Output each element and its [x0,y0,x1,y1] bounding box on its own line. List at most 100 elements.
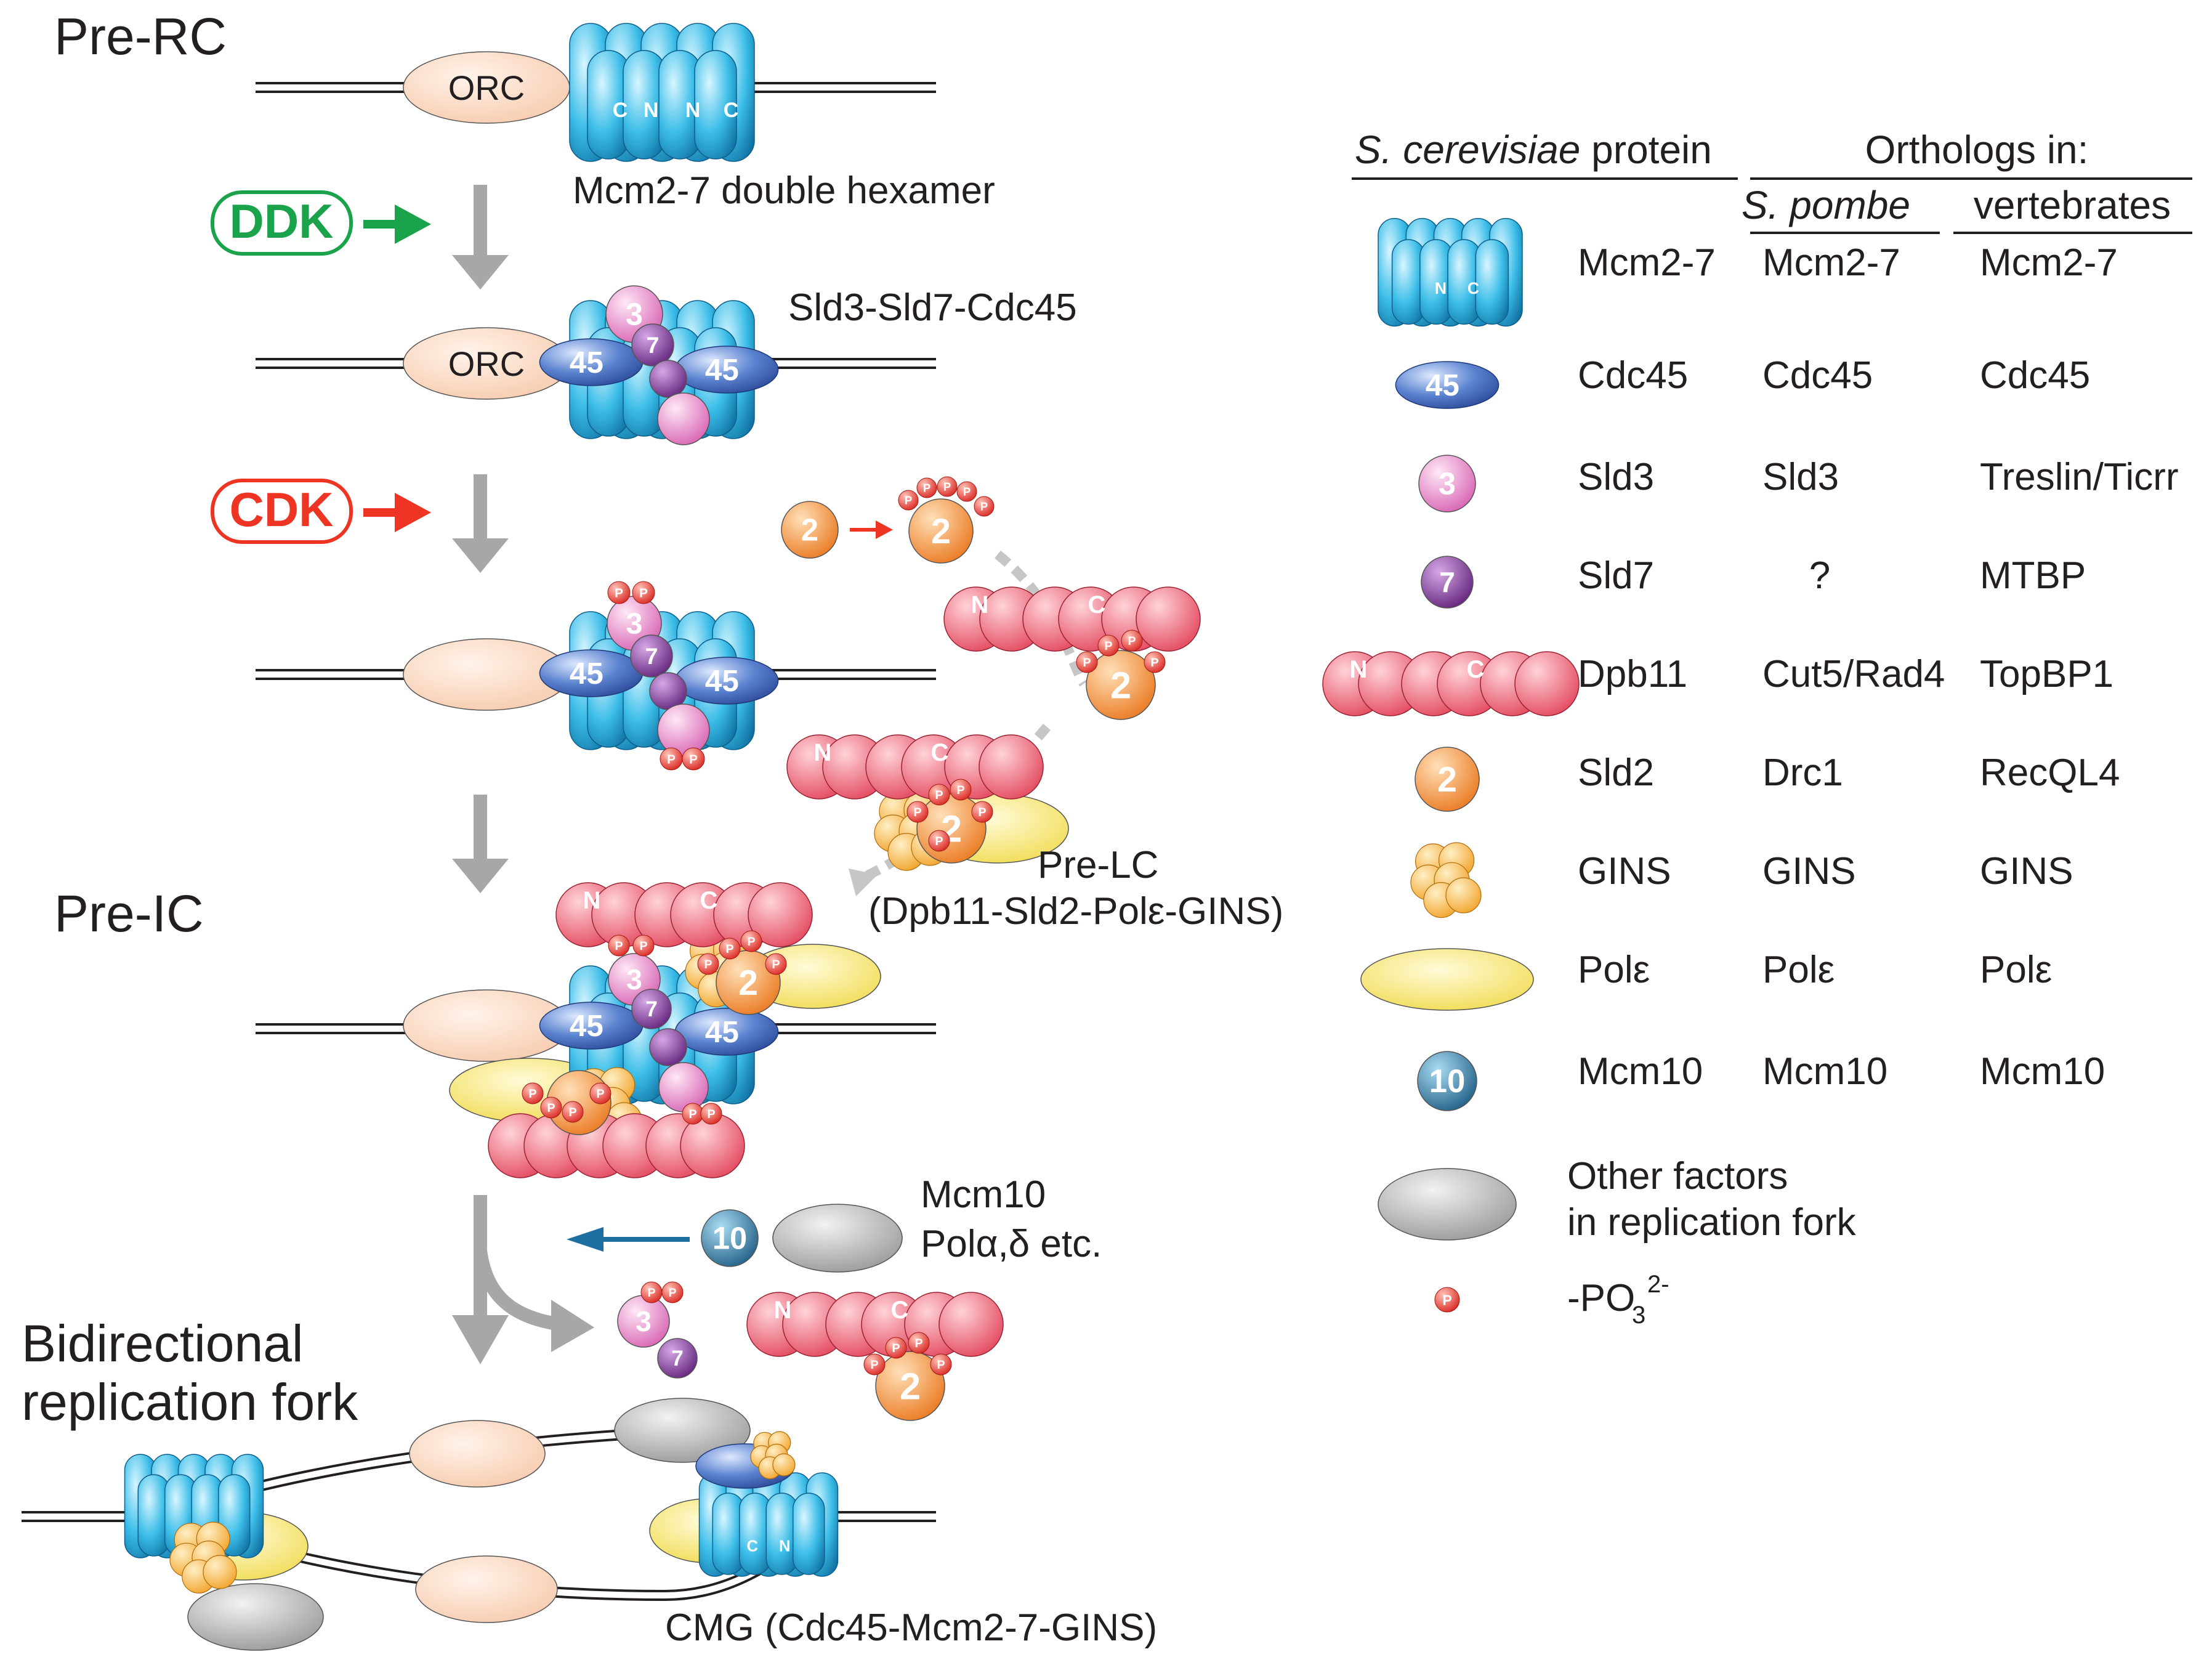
legend-pombe-name: GINS [1762,850,1856,893]
sld7-label: 7 [671,1347,684,1371]
sld7-icon: 7 [630,634,673,678]
phosphate-icon: P [682,747,705,771]
phosphate-icon: P [562,1101,584,1123]
cdc45-label: 45 [705,353,739,387]
pre-lc-components-label: (Dpb11-Sld2-Polε-GINS) [868,890,1283,933]
orc-label: ORC [448,68,525,107]
legend-other-line2: in replication fork [1567,1201,1857,1244]
mcm-terminal-label: C [747,1538,758,1555]
dpb11-n-label: N [814,739,832,766]
legend-cerevisiae-name: Mcm2-7 [1578,241,1716,284]
phosphate-label: P [1104,639,1112,653]
mcm10-arrowhead [567,1227,603,1252]
cdc45-label: 45 [570,346,603,379]
phosphate-label: P [568,1106,576,1119]
mcm-terminal-label: N [779,1538,790,1555]
phosphate-icon: P [1097,634,1120,657]
sld7-icon [649,1028,687,1066]
mcm-terminal-label: C [613,99,628,122]
phosphate-label: P [892,1342,900,1355]
dpb11-c-label: C [1467,656,1485,683]
dpb11-n-label: N [583,887,601,914]
sld2-icon: 2 [716,950,781,1015]
sld3-label: 3 [636,1305,652,1337]
phosphate-label: P [978,806,986,819]
cdc45-label: 45 [705,1015,739,1049]
sld2-icon: 2 [1086,650,1156,720]
phosphate-icon: P [906,801,929,823]
phosphate-label: P [596,1087,604,1101]
pol-alpha-delta-label: Polα,δ etc. [921,1223,1102,1265]
cmg-label: CMG (Cdc45-Mcm2-7-GINS) [665,1606,1157,1649]
phosphate-icon: P [1144,651,1166,673]
sld7-icon [649,360,687,398]
phosphate-label: P [914,1337,922,1350]
dpb11-n-label: N [1350,656,1368,683]
sld7-label: 7 [647,332,660,358]
arrow-ddk [452,185,509,290]
sld7-icon: 7 [1421,556,1474,609]
phosphate-label: P [1128,634,1136,648]
legend-vertebrates-name: Cdc45 [1980,354,2090,397]
mcm10-icon: 10 [701,1209,759,1267]
legend-vertebrates-name: RecQL4 [1980,752,2120,794]
phosphate-icon: P [1121,630,1143,652]
gins-icon [169,1521,237,1594]
phosphate-label: P [937,1358,945,1372]
sld2-icon: 2 [875,1351,945,1421]
legend-header-protein: S. cerevisiae protein [1355,128,1712,172]
phosphate-icon: P [956,481,977,502]
other-factor-icon [1378,1168,1517,1241]
phosphate-label: P [923,482,930,495]
other-factor-shape [187,1583,324,1651]
phosphate-icon: P [740,930,762,952]
sld3-icon: 3 [1418,455,1476,512]
phosphate-label: P [668,1286,676,1300]
sld3-label: 3 [626,296,643,331]
legend-cerevisiae-name: Polε [1578,949,1650,991]
phosphate-icon: P [607,581,631,604]
cdc45-label: 45 [705,664,739,698]
phosphate-icon: P [660,747,683,771]
sld2-label: 2 [801,512,818,547]
sld3-sld7-cdc45-label: Sld3-Sld7-Cdc45 [788,286,1077,329]
sld2-icon: 2 [908,498,974,564]
phosphate-icon: P [540,1096,562,1119]
phosphate-label: P [1150,656,1158,670]
phosphate-label: P [707,1108,715,1121]
phosphate-label: P [963,485,971,498]
phosphate-label: P [547,1101,555,1115]
sld3-label: 3 [626,607,643,641]
legend-cerevisiae-name: Sld3 [1578,456,1654,498]
sld2-icon: 2 [781,501,839,559]
arrow-cdk [452,474,509,573]
cdc45-icon: 45 [1395,361,1500,409]
dpb11-n-label: N [774,1297,792,1324]
mcm-terminal-label: N [1435,279,1447,298]
phosphate-icon: P [863,1353,886,1375]
mcm10-label: Mcm10 [921,1173,1046,1216]
mcm10-icon: 10 [1417,1051,1477,1111]
sld7-label: 7 [645,643,658,669]
cdc45-icon: 45 [539,338,644,386]
mcm-terminal-label: C [724,99,739,122]
legend-cerevisiae-name: Mcm10 [1578,1050,1703,1093]
legend-pombe-name: Sld3 [1762,456,1839,498]
legend-vertebrates-name: Mcm2-7 [1980,241,2118,284]
legend-vertebrates-name: Polε [1980,949,2052,991]
phosphate-label: P [905,494,912,507]
phosphate-label: P [913,806,921,819]
sld7-icon: 7 [657,1338,698,1379]
cdk-box-label: CDK [230,482,334,537]
phosphate-icon: P [697,953,719,975]
legend-cerevisiae-name: Sld2 [1578,752,1654,794]
legend-cerevisiae-name: Dpb11 [1578,653,1687,695]
orc-complex: ORC [403,327,570,400]
stage-title-pre-rc: Pre-RC [54,7,227,65]
sld3-icon [657,703,710,756]
